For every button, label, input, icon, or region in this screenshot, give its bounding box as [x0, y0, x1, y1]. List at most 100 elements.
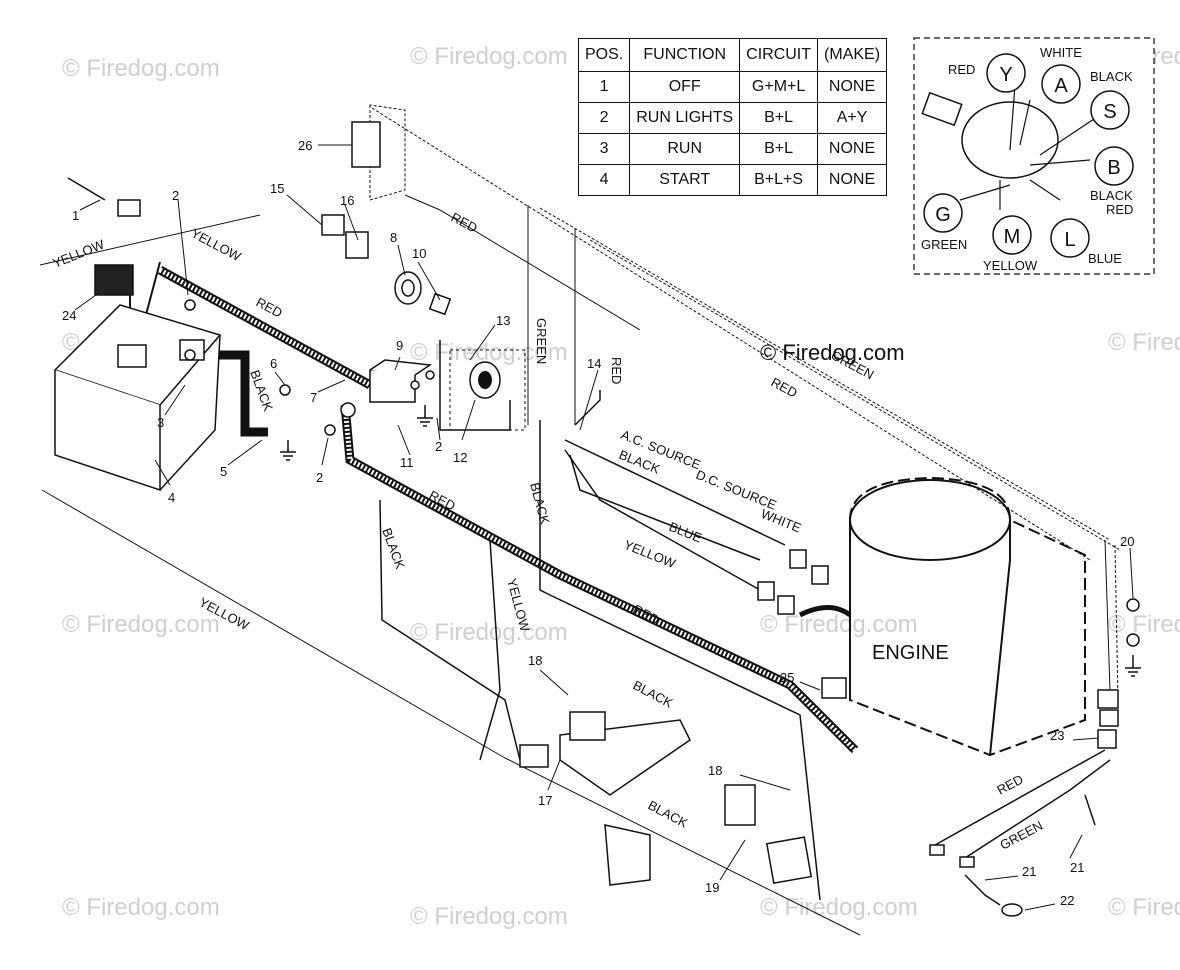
part-number-5: 5	[220, 464, 227, 479]
table-cell: 4	[577, 164, 631, 196]
wire-label-black: BLACK	[631, 677, 676, 710]
table-cell: 2	[577, 102, 631, 134]
part-number-26: 26	[298, 138, 312, 153]
part-number-10: 10	[412, 246, 426, 261]
watermark: © Firedog.com	[62, 611, 220, 638]
table-row: 4 START B+L+S NONE	[577, 164, 888, 196]
part-number-9: 9	[396, 338, 403, 353]
part-number-14: 14	[587, 356, 601, 371]
terminal-y-color: RED	[948, 62, 975, 77]
part-number-3: 3	[157, 415, 164, 430]
table-cell: OFF	[629, 71, 741, 103]
terminal-y-letter: Y	[999, 64, 1012, 86]
table-cell: RUN LIGHTS	[629, 102, 741, 134]
table-cell: NONE	[817, 71, 888, 103]
table-cell: B+L	[739, 133, 819, 165]
table-cell: B+L+S	[739, 164, 819, 196]
table-header-row: POS. FUNCTION CIRCUIT (MAKE)	[577, 38, 888, 72]
watermark: © Firedog.com	[410, 903, 568, 930]
terminal-m-letter: M	[1004, 226, 1021, 248]
watermark: © Firedog.com	[62, 894, 220, 921]
terminal-b-color-1: BLACK	[1090, 188, 1133, 203]
terminal-b-color-2: RED	[1106, 202, 1133, 217]
watermark: © Firedog.com	[760, 894, 918, 921]
terminal-s-letter: S	[1103, 101, 1116, 123]
part-callouts	[74, 144, 1134, 911]
table-row: 2 RUN LIGHTS B+L A+Y	[577, 102, 888, 134]
wire-label-red: RED	[609, 357, 624, 384]
part-number-6: 6	[270, 356, 277, 371]
table-cell: 3	[577, 133, 631, 165]
part-number-1: 1	[72, 208, 79, 223]
small-parts	[67, 121, 1140, 647]
solenoid	[369, 359, 433, 403]
part-number-2: 2	[435, 439, 442, 454]
part-number-15: 15	[270, 181, 284, 196]
watermark: © Firedog.com	[410, 619, 568, 646]
interlock-switches	[519, 711, 813, 886]
wire-label-black: BLACK	[247, 368, 276, 413]
wire-label-green: GREEN	[534, 318, 549, 364]
table-row: 1 OFF G+M+L NONE	[577, 71, 888, 103]
wire-label-black: BLACK	[646, 797, 691, 830]
part-number-13: 13	[496, 313, 510, 328]
battery	[53, 304, 222, 492]
wire-label-white: WHITE	[759, 506, 804, 536]
watermark: © Firedog.com	[1108, 894, 1180, 921]
terminal-a-color: WHITE	[1040, 45, 1082, 60]
table-header: FUNCTION	[629, 38, 741, 72]
part-number-21: 21	[1022, 864, 1036, 879]
wire-label-green: GREEN	[997, 818, 1045, 853]
part-number-4: 4	[168, 490, 175, 505]
part-number-23: 23	[1050, 728, 1064, 743]
table-header: POS.	[577, 38, 631, 72]
wire-label-black: BLACK	[379, 526, 408, 571]
part-number-16: 16	[340, 193, 354, 208]
part-number-22: 22	[1060, 893, 1074, 908]
terminal-s-color: BLACK	[1090, 69, 1133, 84]
watermark: © Firedog.com	[760, 611, 918, 638]
signal-wires	[379, 340, 821, 901]
table-cell: 1	[577, 71, 631, 103]
terminal-l-letter: L	[1064, 229, 1075, 251]
wire-label-yellow: YELLOW	[189, 225, 245, 264]
switch-position-table: POS. FUNCTION CIRCUIT (MAKE) 1 OFF G+M+L…	[577, 38, 888, 196]
table-header: CIRCUIT	[739, 38, 819, 72]
wire-label-yellow: YELLOW	[622, 537, 679, 571]
part-number-2: 2	[172, 188, 179, 203]
ignition-switch-assembly	[449, 349, 526, 431]
table-cell: A+Y	[817, 102, 888, 134]
engine-outline	[849, 476, 1086, 757]
terminal-diagram: Y A S B L M G RED WHITE BLACK BLACK RED …	[913, 37, 1155, 275]
part-number-17: 17	[538, 793, 552, 808]
part-number-21: 21	[1070, 860, 1084, 875]
table-cell: B+L	[739, 102, 819, 134]
wire-label-red: RED	[994, 772, 1025, 798]
terminal-a-letter: A	[1054, 75, 1068, 97]
table-cell: NONE	[817, 133, 888, 165]
part-number-20: 20	[1120, 534, 1134, 549]
part-number-labels: 1 2 3 4 5 6 7 8 9 10 11 12 13 14 15 16 1…	[62, 138, 1134, 908]
wire-label-red: RED	[254, 294, 285, 320]
part-number-7: 7	[310, 390, 317, 405]
table-cell: START	[629, 164, 741, 196]
wire-label-red: RED	[769, 374, 800, 400]
watermark: © Firedog.com	[1108, 329, 1180, 356]
engine-label: ENGINE	[872, 642, 949, 664]
table-row: 3 RUN B+L NONE	[577, 133, 888, 165]
red-power-cables	[157, 266, 859, 754]
watermark: © Firedog.com	[410, 339, 568, 366]
part-number-19: 19	[705, 880, 719, 895]
light-harness	[929, 749, 1111, 917]
part-number-11: 11	[400, 455, 414, 470]
center-copyright: © Firedog.com	[760, 340, 905, 365]
terminal-b-letter: B	[1107, 157, 1120, 179]
part-number-18: 18	[528, 653, 542, 668]
ground-symbols	[280, 405, 1141, 677]
watermark: © Firedog.com	[62, 55, 220, 82]
part-number-12: 12	[453, 450, 467, 465]
engine-connectors	[757, 549, 1119, 749]
part-number-2: 2	[316, 470, 323, 485]
